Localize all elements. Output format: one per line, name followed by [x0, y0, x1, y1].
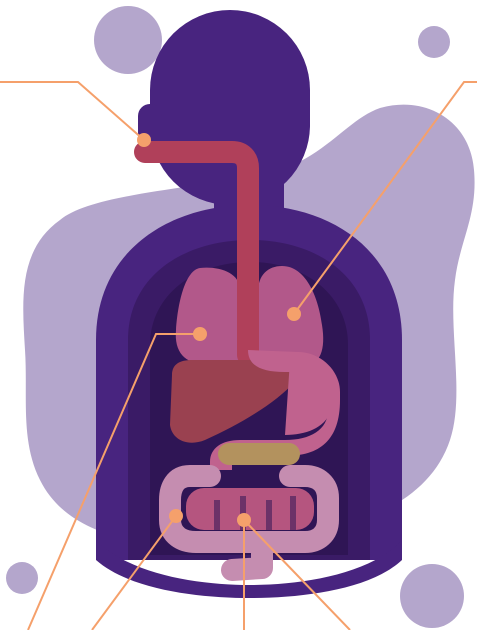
blob-circle-bottom-left [6, 562, 38, 594]
dot-large-intestine [169, 509, 183, 523]
dot-lung-left [193, 327, 207, 341]
small-intestine [186, 488, 314, 530]
blob-circle-top-right [418, 26, 450, 58]
dot-lung-right [287, 307, 301, 321]
pancreas [218, 443, 300, 465]
blob-circle-top-left [94, 6, 162, 74]
dot-mouth [137, 133, 151, 147]
dot-small-intestine [237, 513, 251, 527]
leader-mouth [0, 82, 144, 140]
blob-circle-bottom-right [400, 564, 464, 628]
